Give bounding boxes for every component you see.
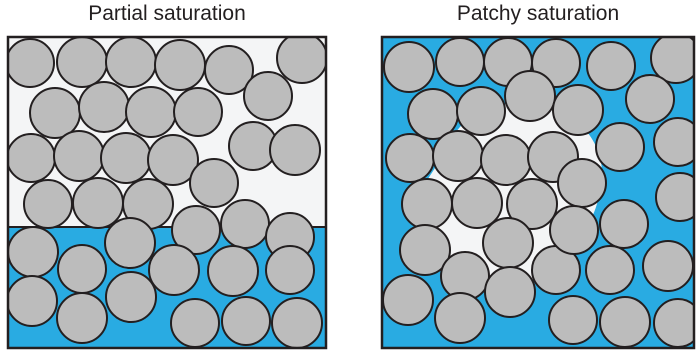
grain [207,245,259,297]
grain [456,86,506,136]
grain [655,172,694,222]
patchy-saturation-panel [380,35,696,350]
panel-frame-left [6,35,328,350]
grain [401,178,453,230]
grain [276,37,326,84]
grain [269,124,321,176]
grain [220,199,270,249]
grain [105,271,157,323]
grain [271,297,323,348]
patchy-saturation-title: Patchy saturation [456,2,620,25]
grain [451,177,503,229]
grain [650,37,694,84]
grain [125,86,177,138]
grain [104,217,156,269]
grain [56,37,108,88]
grain [548,295,598,345]
grain [653,298,694,348]
grain [595,122,645,172]
grain [265,245,315,295]
partial-saturation-panel [6,35,328,350]
grain [8,38,55,88]
grain [549,205,599,255]
grain [204,45,254,95]
grain [434,292,486,344]
grain [625,74,675,124]
grain [432,130,484,182]
grain [586,41,636,91]
grain [557,158,607,208]
grain [382,274,434,326]
partial-saturation-title: Partial saturation [88,2,246,25]
grain [105,37,157,88]
grain [504,70,556,122]
grain [243,71,293,121]
grain [8,275,58,327]
grain [585,245,635,295]
grain [653,117,694,167]
grain [53,130,105,182]
grain-group-right [382,37,694,348]
grain [383,41,435,93]
grain [29,87,81,139]
grain [170,298,220,348]
grain [8,226,59,278]
grain [399,224,451,276]
grain [599,199,649,249]
grain [23,179,73,229]
grain [480,134,532,186]
grain [154,39,206,91]
grain [171,205,221,255]
grain [8,133,56,183]
grain [642,240,694,292]
grain [173,87,223,137]
grain [57,244,107,294]
grain [100,132,152,184]
grain [56,292,108,344]
grain [552,84,604,136]
grain [78,81,130,133]
grain [221,296,271,346]
grain [385,133,435,183]
grain [482,217,534,269]
grain [435,37,485,87]
grain [599,296,651,348]
grain [147,134,199,186]
panel-frame-right [380,35,696,350]
grain [506,178,558,230]
grain [72,177,124,229]
grain [148,244,200,296]
grain [189,158,239,208]
grain [484,266,536,318]
grain-group-left [8,37,326,348]
